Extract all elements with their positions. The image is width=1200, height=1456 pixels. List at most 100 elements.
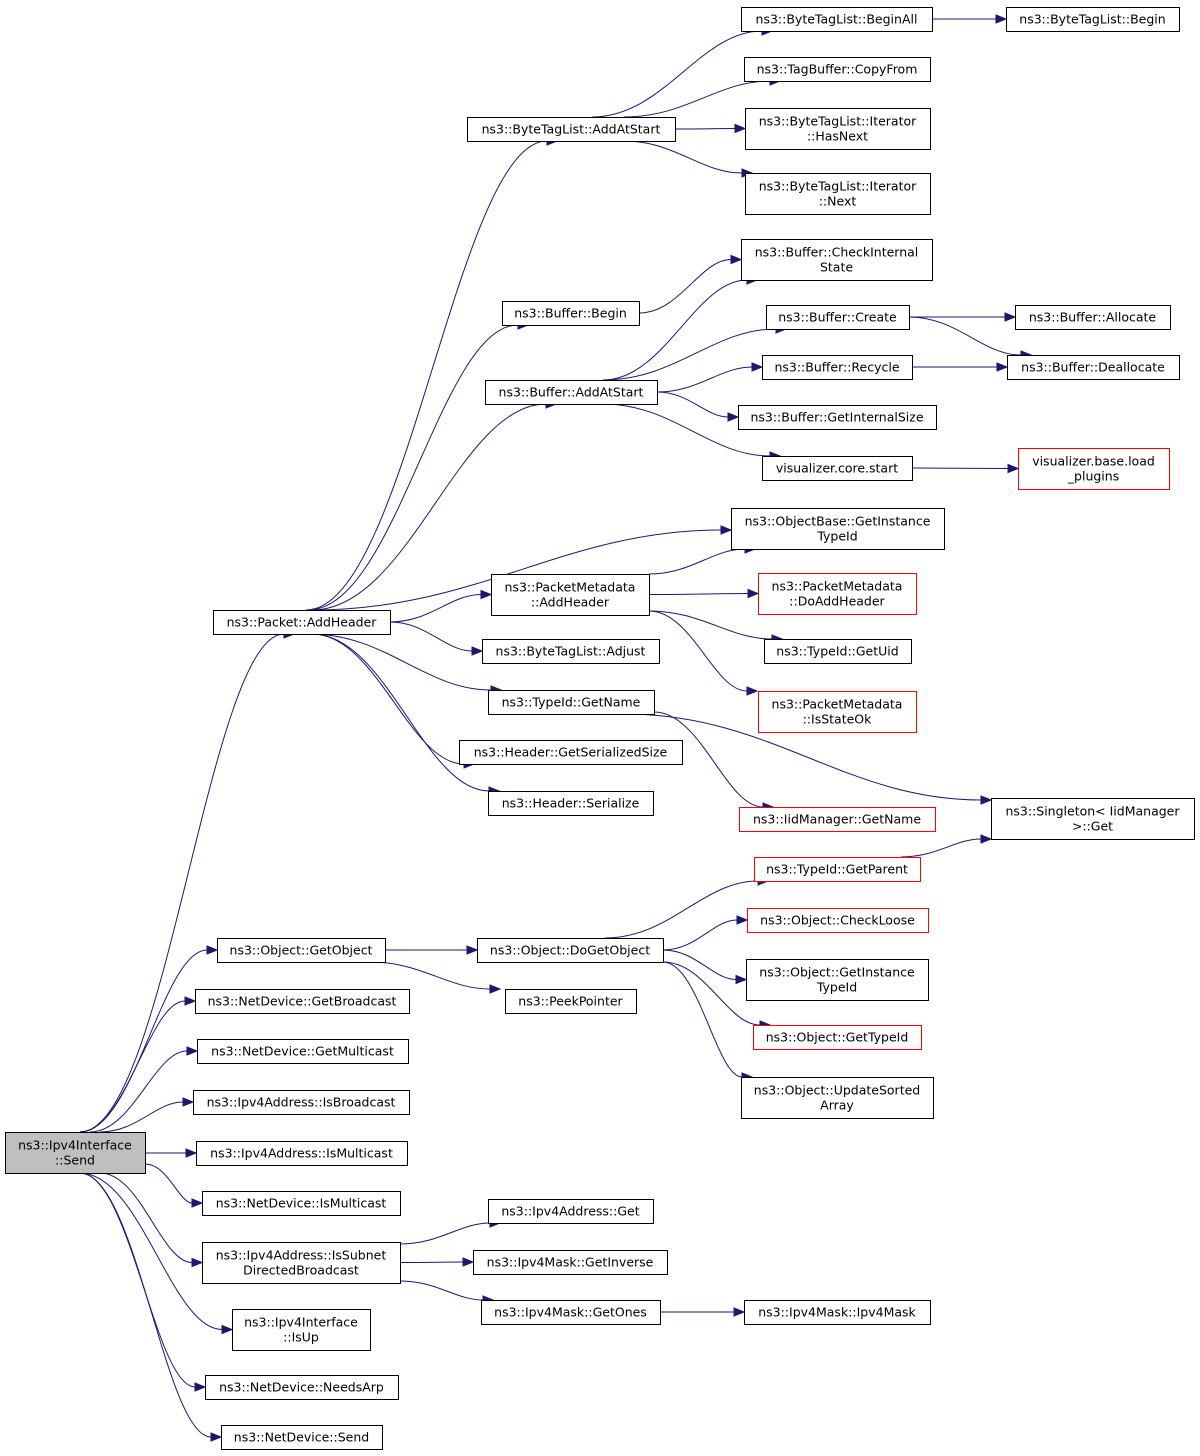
node-btl-it-next[interactable]: ns3::ByteTagList::Iterator::Next — [745, 173, 931, 215]
node-header-serialize[interactable]: ns3::Header::Serialize — [488, 791, 654, 816]
node-ipv4a-ismulticast[interactable]: ns3::Ipv4Address::IsMulticast — [196, 1141, 408, 1166]
node-send[interactable]: ns3::Ipv4Interface::Send — [5, 1132, 146, 1174]
node-label: ns3::ObjectBase::GetInstance — [745, 514, 931, 529]
edge-addheader-to-btl_adjust — [389, 621, 473, 652]
edge-getobject-to-peekpointer-arrowhead — [489, 984, 502, 994]
node-box — [205, 1375, 399, 1400]
edge-addheader-to-objbase_getinstancetypeid — [311, 529, 722, 611]
node-label: ns3::Object::GetObject — [230, 943, 373, 958]
node-typeid-getparent[interactable]: ns3::TypeId::GetParent — [754, 857, 921, 882]
node-getobject[interactable]: ns3::Object::GetObject — [217, 938, 386, 963]
node-obj-checkloose[interactable]: ns3::Object::CheckLoose — [747, 908, 929, 933]
edge-send-to-nd_ismulticast-arrowhead — [191, 1198, 204, 1208]
node-label: ns3::PeekPointer — [518, 994, 623, 1009]
node-label: _plugins — [1067, 469, 1119, 484]
node-vis-core-start[interactable]: visualizer.core.start — [762, 456, 913, 481]
node-obj-dogetobject[interactable]: ns3::Object::DoGetObject — [477, 938, 664, 963]
node-label: ns3::NetDevice::GetBroadcast — [208, 994, 397, 1009]
edge-send-to-ipv4a_ismulticast-arrowhead — [185, 1148, 198, 1158]
node-buffer-getinternalsize[interactable]: ns3::Buffer::GetInternalSize — [738, 405, 937, 430]
edge-send-to-isup — [79, 1172, 223, 1330]
node-nd-send[interactable]: ns3::NetDevice::Send — [221, 1425, 383, 1450]
edge-buffer_addatstart-to-buffer_getinternalsize — [656, 391, 729, 418]
node-buffer-allocate[interactable]: ns3::Buffer::Allocate — [1015, 305, 1171, 330]
node-box — [991, 798, 1195, 840]
node-ipv4a-get[interactable]: ns3::Ipv4Address::Get — [488, 1199, 654, 1224]
node-needsarp[interactable]: ns3::NetDevice::NeedsArp — [205, 1375, 399, 1400]
node-singleton-get[interactable]: ns3::Singleton< IidManager>::Get — [991, 798, 1195, 840]
edge-buffer_recycle-to-buffer_deallocate-arrowhead — [996, 362, 1009, 372]
node-label: ::AddHeader — [531, 595, 610, 610]
node-peekpointer[interactable]: ns3::PeekPointer — [505, 989, 637, 1014]
node-pm-addheader[interactable]: ns3::PacketMetadata::AddHeader — [491, 574, 650, 616]
node-nd-getmulticast[interactable]: ns3::NetDevice::GetMulticast — [197, 1039, 409, 1064]
node-typeid-getuid[interactable]: ns3::TypeId::GetUid — [764, 639, 912, 664]
node-box — [197, 1039, 409, 1064]
node-pm-doaddheader[interactable]: ns3::PacketMetadata::DoAddHeader — [758, 573, 917, 615]
node-iidmanager-getname[interactable]: ns3::IidManager::GetName — [739, 807, 936, 832]
edge-addheader-to-header_serialize — [311, 633, 490, 792]
node-box — [477, 938, 664, 963]
node-addheader[interactable]: ns3::Packet::AddHeader — [213, 610, 391, 635]
node-ipv4m-getones[interactable]: ns3::Ipv4Mask::GetOnes — [481, 1300, 661, 1325]
node-label: ::HasNext — [807, 129, 868, 144]
node-buffer-create[interactable]: ns3::Buffer::Create — [766, 305, 910, 330]
edge-send-to-issubnet-arrowhead — [191, 1257, 204, 1268]
node-ipv4m-getinverse[interactable]: ns3::Ipv4Mask::GetInverse — [473, 1250, 668, 1275]
node-btl-it-hasnext[interactable]: ns3::ByteTagList::Iterator::HasNext — [745, 108, 931, 150]
edge-obj_dogetobject-to-obj_updatesortedarray — [662, 961, 743, 1078]
edge-send-to-nd_getmulticast-arrowhead — [186, 1046, 199, 1056]
node-label: ns3::Packet::AddHeader — [227, 615, 378, 630]
node-btl-begin[interactable]: ns3::ByteTagList::Begin — [1006, 7, 1180, 32]
node-buffer-recycle[interactable]: ns3::Buffer::Recycle — [762, 355, 913, 380]
node-btl-addatstart[interactable]: ns3::ByteTagList::AddAtStart — [467, 117, 676, 142]
edge-obj_dogetobject-to-obj_getinstancetypeid-arrowhead — [735, 974, 748, 985]
node-obj-gettypeid[interactable]: ns3::Object::GetTypeId — [753, 1025, 922, 1050]
node-btl-beginall[interactable]: ns3::ByteTagList::BeginAll — [741, 7, 933, 32]
node-label: ns3::Object::UpdateSorted — [754, 1083, 920, 1098]
node-buffer-begin[interactable]: ns3::Buffer::Begin — [502, 301, 640, 326]
edge-send-to-getobject — [79, 949, 208, 1133]
node-label: ns3::NetDevice::Send — [234, 1430, 369, 1445]
node-box — [195, 989, 410, 1014]
node-label: ns3::Buffer::CheckInternal — [755, 245, 919, 260]
node-box — [741, 1077, 934, 1119]
node-box — [5, 1132, 146, 1174]
node-btl-adjust[interactable]: ns3::ByteTagList::Adjust — [482, 639, 660, 664]
node-typeid-getname[interactable]: ns3::TypeId::GetName — [488, 690, 655, 715]
edge-send-to-nd_ismulticast — [144, 1163, 193, 1204]
node-pm-isstateok[interactable]: ns3::PacketMetadata::IsStateOk — [758, 691, 917, 733]
edge-send-to-nd_send — [79, 1172, 212, 1438]
node-box — [747, 908, 929, 933]
edge-addheader-to-btl_adjust-arrowhead — [471, 646, 484, 656]
node-label: ns3::Ipv4Mask::Ipv4Mask — [758, 1305, 916, 1320]
edge-addheader-to-buffer_addatstart — [311, 403, 547, 611]
node-buffer-addatstart[interactable]: ns3::Buffer::AddAtStart — [485, 380, 658, 405]
node-nd-getbroadcast[interactable]: ns3::NetDevice::GetBroadcast — [195, 989, 410, 1014]
node-box — [505, 989, 637, 1014]
node-isup[interactable]: ns3::Ipv4Interface::IsUp — [232, 1309, 371, 1351]
node-ipv4a-isbroadcast[interactable]: ns3::Ipv4Address::IsBroadcast — [193, 1090, 410, 1115]
node-buffer-deallocate[interactable]: ns3::Buffer::Deallocate — [1007, 355, 1180, 380]
node-box — [196, 1141, 408, 1166]
node-label: Array — [820, 1098, 854, 1113]
edge-buffer_begin-to-buffer_checkinternal — [638, 259, 732, 314]
edge-buffer_addatstart-to-buffer_recycle-arrowhead — [751, 362, 764, 372]
node-vis-base-loadplugins[interactable]: visualizer.base.load_plugins — [1018, 448, 1170, 490]
node-label: ns3::NetDevice::GetMulticast — [211, 1044, 394, 1059]
node-header-getsersize[interactable]: ns3::Header::GetSerializedSize — [459, 740, 683, 765]
edge-send-to-ipv4a_isbroadcast — [99, 1101, 184, 1133]
node-label: ns3::TypeId::GetUid — [776, 644, 898, 659]
node-ipv4m-ipv4mask[interactable]: ns3::Ipv4Mask::Ipv4Mask — [744, 1300, 931, 1325]
node-nd-ismulticast[interactable]: ns3::NetDevice::IsMulticast — [202, 1191, 401, 1216]
node-box — [488, 1199, 654, 1224]
edge-vis_core_start-to-vis_base_loadplugins — [911, 467, 1009, 469]
node-issubnet[interactable]: ns3::Ipv4Address::IsSubnetDirectedBroadc… — [202, 1242, 401, 1284]
edge-btl_addatstart-to-btl_it_hasnext-arrowhead — [734, 123, 747, 134]
node-tagbuffer-copyfrom[interactable]: ns3::TagBuffer::CopyFrom — [744, 57, 931, 82]
node-box — [502, 301, 640, 326]
